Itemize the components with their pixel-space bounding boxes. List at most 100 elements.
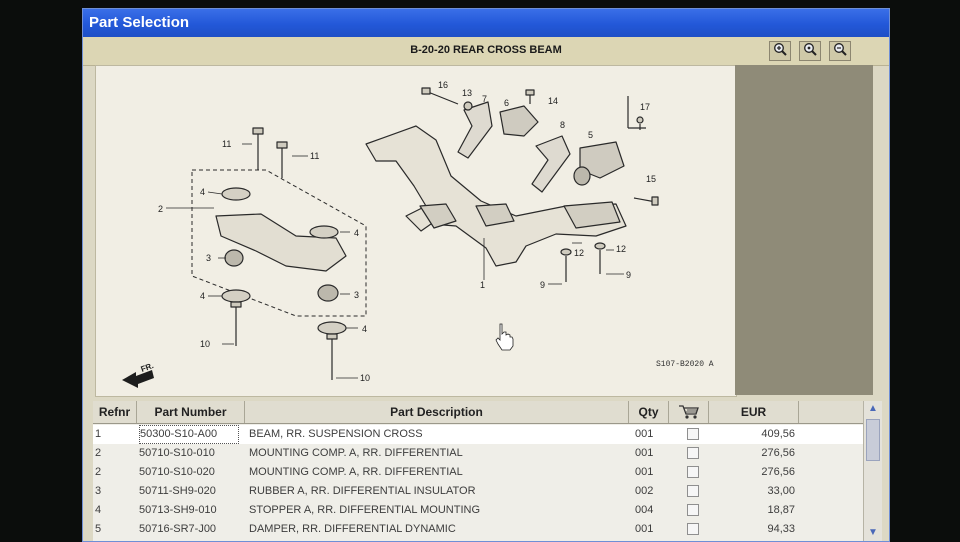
header-refnr[interactable]: Refnr	[93, 401, 137, 423]
add-to-cart-checkbox[interactable]	[683, 463, 703, 482]
add-to-cart-checkbox[interactable]	[683, 444, 703, 463]
callout-3: 3	[354, 290, 359, 300]
callout-11: 11	[222, 139, 231, 149]
add-to-cart-checkbox[interactable]	[683, 501, 703, 520]
zoom-in-button[interactable]	[769, 41, 791, 61]
cell-part-number: 50713-SH9-010	[139, 504, 217, 516]
callout-1: 1	[480, 280, 485, 290]
cell-part-number: 50711-SH9-020	[139, 485, 216, 497]
window-title: Part Selection	[89, 14, 190, 31]
cell-part-number: 50710-S10-010	[139, 447, 215, 459]
zoom-fit-icon	[803, 42, 817, 61]
callout-4: 4	[200, 291, 205, 301]
cell-description: BEAM, RR. SUSPENSION CROSS	[249, 428, 423, 440]
add-to-cart-checkbox[interactable]	[683, 520, 703, 539]
cell-part-number: 50300-S10-A00	[139, 425, 239, 444]
cell-refnr: 5	[95, 523, 102, 535]
diagram-side-panel	[735, 65, 873, 395]
callout-10: 10	[360, 373, 370, 383]
zoom-out-button[interactable]	[829, 41, 851, 61]
cell-eur: 409,56	[761, 428, 795, 440]
cell-description: RUBBER A, RR. DIFFERENTIAL INSULATOR	[249, 485, 476, 497]
cell-refnr: 4	[95, 504, 102, 516]
chevron-up-icon: ▲	[868, 403, 878, 414]
cell-eur: 18,87	[767, 504, 795, 516]
cell-refnr: 2	[95, 447, 102, 459]
callout-16: 16	[438, 80, 448, 90]
table-scrollbar[interactable]: ▲ ▼	[863, 401, 882, 541]
callout-4: 4	[362, 324, 367, 334]
diagram-drawing: FR. 2 4 3 4 3 4 4 10 10 11 11 1 16 13	[122, 80, 659, 388]
callout-4: 4	[200, 187, 205, 197]
header-eur[interactable]: EUR	[709, 401, 799, 423]
window-titlebar[interactable]: Part Selection	[83, 9, 889, 37]
cell-qty: 001	[635, 447, 654, 459]
cell-qty: 004	[635, 504, 654, 516]
scroll-up-button[interactable]: ▲	[865, 401, 881, 417]
cell-refnr: 2	[95, 466, 102, 478]
diagram-title: B-20-20 REAR CROSS BEAM	[410, 44, 562, 56]
cell-description: MOUNTING COMP. A, RR. DIFFERENTIAL	[249, 447, 463, 459]
table-row[interactable]: 2 50710-S10-020 MOUNTING COMP. A, RR. DI…	[93, 463, 863, 482]
cell-part-number: 50710-S10-020	[139, 466, 215, 478]
callout-17: 17	[640, 102, 650, 112]
cell-eur: 276,56	[761, 466, 795, 478]
callout-5: 5	[588, 130, 593, 140]
callout-7: 7	[482, 94, 487, 104]
exploded-parts-diagram[interactable]: FR. 2 4 3 4 3 4 4 10 10 11 11 1 16 13	[95, 65, 737, 397]
header-cart[interactable]	[669, 401, 709, 423]
cell-refnr: 1	[95, 428, 102, 440]
callout-10: 10	[200, 339, 210, 349]
cell-eur: 94,33	[767, 523, 795, 535]
callout-2: 2	[158, 204, 163, 214]
callout-9: 9	[626, 270, 631, 280]
table-row[interactable]: 3 50711-SH9-020 RUBBER A, RR. DIFFERENTI…	[93, 482, 863, 501]
part-selection-window: Part Selection B-20-20 REAR CROSS BEAM	[82, 8, 890, 542]
header-part-number[interactable]: Part Number	[137, 401, 245, 423]
cell-description: MOUNTING COMP. A, RR. DIFFERENTIAL	[249, 466, 463, 478]
cell-eur: 33,00	[767, 485, 795, 497]
cell-qty: 002	[635, 485, 654, 497]
cell-refnr: 3	[95, 485, 102, 497]
add-to-cart-checkbox[interactable]	[683, 482, 703, 501]
header-qty[interactable]: Qty	[629, 401, 669, 423]
cell-description: STOPPER A, RR. DIFFERENTIAL MOUNTING	[249, 504, 481, 516]
scroll-down-button[interactable]: ▼	[865, 525, 881, 541]
cell-part-number: 50716-SR7-J00	[139, 523, 217, 535]
cell-description: DAMPER, RR. DIFFERENTIAL DYNAMIC	[249, 523, 456, 535]
add-to-cart-checkbox[interactable]	[683, 425, 703, 444]
callout-9: 9	[540, 280, 545, 290]
table-row[interactable]: 1 50300-S10-A00 BEAM, RR. SUSPENSION CRO…	[93, 425, 863, 444]
zoom-in-icon	[773, 42, 787, 61]
hand-cursor-icon	[495, 323, 514, 351]
zoom-out-icon	[833, 42, 847, 61]
table-row[interactable]: 2 50710-S10-010 MOUNTING COMP. A, RR. DI…	[93, 444, 863, 463]
chevron-down-icon: ▼	[868, 527, 878, 538]
cell-qty: 001	[635, 466, 654, 478]
parts-table[interactable]: Refnr Part Number Part Description Qty E…	[93, 401, 863, 541]
diagram-header: B-20-20 REAR CROSS BEAM	[83, 37, 889, 66]
diagram-reference-code: S107-B2020 A	[656, 360, 714, 369]
callout-12: 12	[574, 248, 584, 258]
callout-6: 6	[504, 98, 509, 108]
callout-3: 3	[206, 253, 211, 263]
front-direction-arrow: FR.	[122, 361, 155, 388]
cell-eur: 276,56	[761, 447, 795, 459]
header-part-description[interactable]: Part Description	[245, 401, 629, 423]
callout-8: 8	[560, 120, 565, 130]
cell-qty: 001	[635, 428, 654, 440]
front-direction-label: FR.	[140, 361, 155, 374]
table-row[interactable]: 5 50716-SR7-J00 DAMPER, RR. DIFFERENTIAL…	[93, 520, 863, 539]
callout-11: 11	[310, 151, 319, 161]
parts-table-header: Refnr Part Number Part Description Qty E…	[93, 401, 863, 424]
cart-icon	[677, 405, 701, 423]
callout-13: 13	[462, 88, 472, 98]
callout-12: 12	[616, 244, 626, 254]
zoom-fit-button[interactable]	[799, 41, 821, 61]
callout-4: 4	[354, 228, 359, 238]
cell-qty: 001	[635, 523, 654, 535]
callout-14: 14	[548, 96, 558, 106]
scroll-thumb[interactable]	[866, 419, 880, 461]
callout-15: 15	[646, 174, 656, 184]
table-row[interactable]: 4 50713-SH9-010 STOPPER A, RR. DIFFERENT…	[93, 501, 863, 520]
